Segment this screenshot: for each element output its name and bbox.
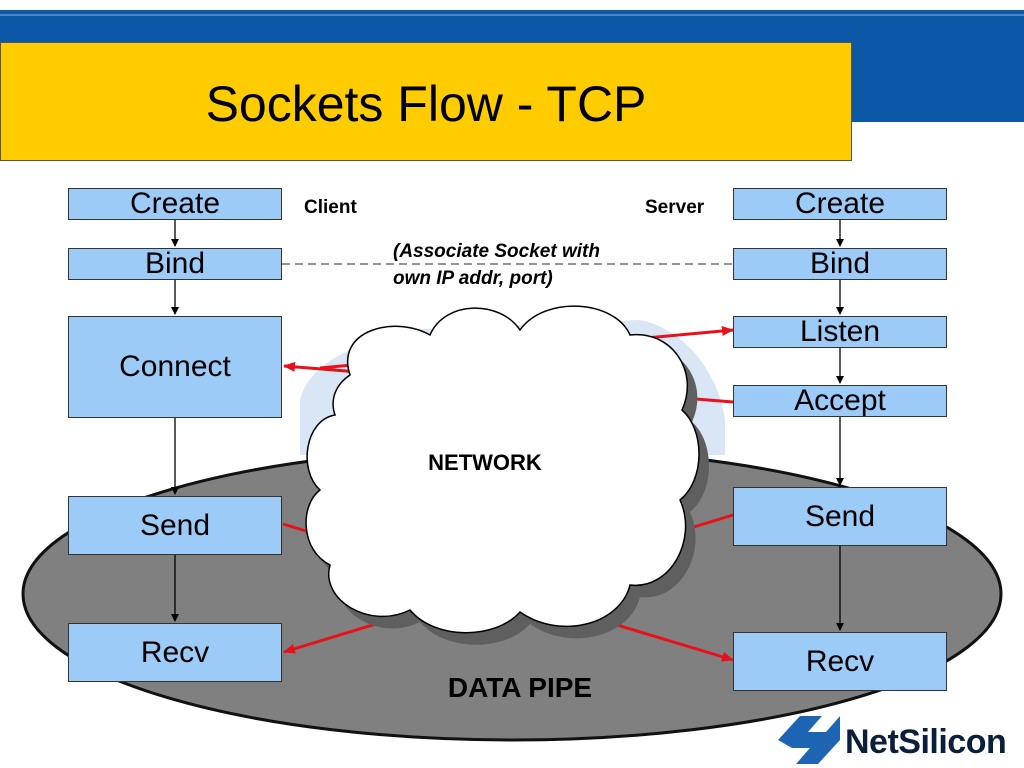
server-accept-box: Accept: [733, 384, 947, 417]
netsilicon-logo-icon: [778, 716, 840, 764]
client-create-label: Create: [129, 187, 221, 220]
server-send-label: Send: [804, 499, 876, 533]
server-send-box: Send: [733, 487, 947, 546]
client-send-box: Send: [68, 496, 282, 555]
client-connect-label: Connect: [119, 350, 231, 383]
client-label: Client: [304, 197, 357, 218]
server-bind-box: Bind: [733, 247, 947, 280]
client-recv-label: Recv: [140, 635, 210, 669]
server-listen-box: Listen: [733, 315, 947, 348]
server-label: Server: [645, 197, 705, 218]
network-cloud: [305, 305, 700, 634]
bind-note: (Associate Socket with own IP addr, port…: [393, 241, 600, 289]
slide-title: Sockets Flow - TCP: [205, 76, 647, 132]
client-connect-box: Connect: [68, 316, 282, 418]
client-bind-label: Bind: [144, 247, 206, 280]
header-band-line: [0, 14, 1024, 16]
server-bind-label: Bind: [809, 247, 871, 280]
server-accept-label: Accept: [794, 384, 886, 417]
network-label: NETWORK: [428, 450, 542, 475]
client-create-box: Create: [68, 187, 282, 220]
server-create-label: Create: [794, 187, 886, 220]
server-listen-label: Listen: [799, 315, 881, 348]
data-pipe-label: DATA PIPE: [447, 672, 593, 703]
server-recv-box: Recv: [733, 632, 947, 691]
server-recv-label: Recv: [805, 644, 875, 678]
client-bind-box: Bind: [68, 247, 282, 280]
client-send-label: Send: [139, 508, 211, 542]
server-create-box: Create: [733, 187, 947, 220]
client-recv-box: Recv: [68, 623, 282, 682]
netsilicon-logo-text: NetSilicon: [845, 723, 1007, 761]
title-box: [0, 42, 852, 161]
